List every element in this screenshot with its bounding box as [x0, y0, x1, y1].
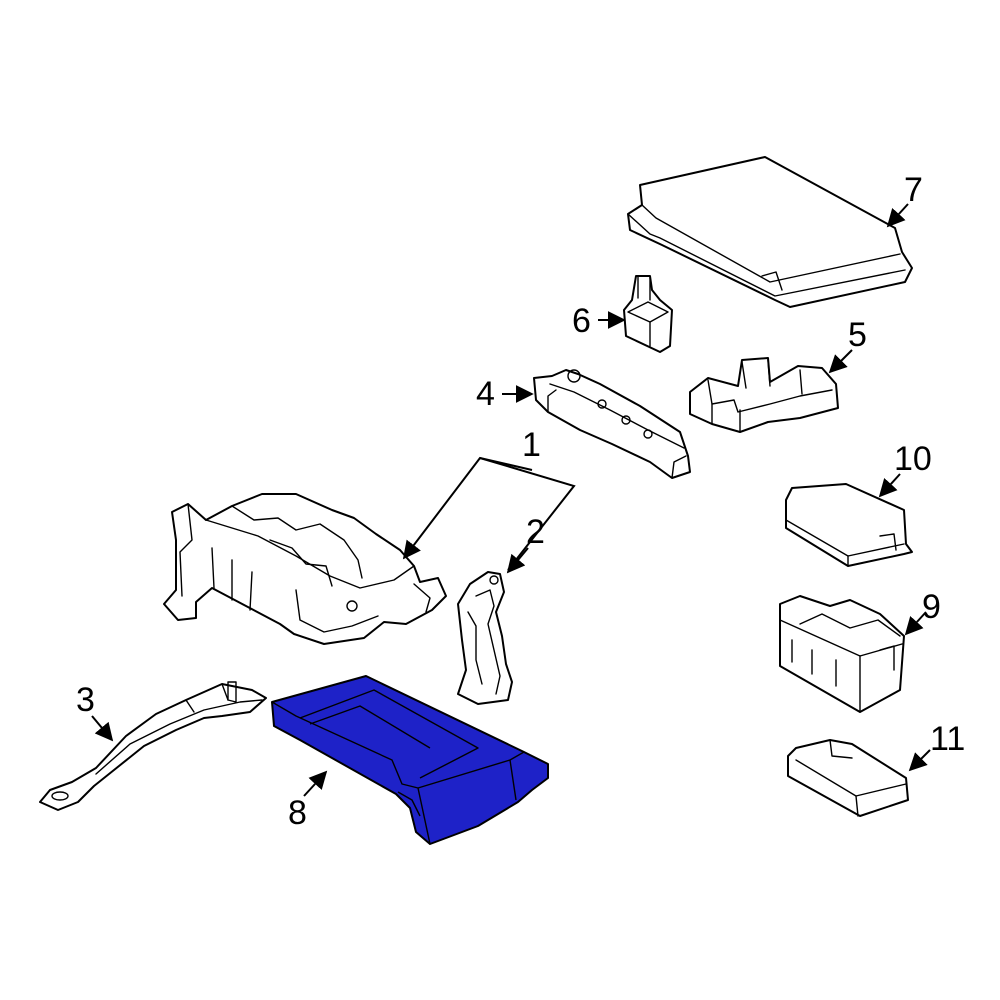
leader-7: [886, 203, 909, 228]
callout-2: 2: [526, 513, 545, 551]
callout-9: 9: [922, 588, 941, 626]
leader-10: [878, 473, 901, 498]
callout-3: 3: [76, 681, 95, 719]
callout-4: 4: [476, 375, 495, 413]
part-10-relay-cover[interactable]: [785, 483, 913, 567]
part-3-cable-bracket[interactable]: [39, 681, 267, 811]
part-11-tray[interactable]: [787, 739, 909, 817]
callout-5: 5: [848, 316, 867, 354]
part-5-bracket[interactable]: [689, 357, 839, 433]
leader-11: [908, 749, 931, 772]
leader-2: [506, 547, 529, 574]
leader-1: [402, 456, 533, 560]
leader-8: [303, 770, 328, 797]
part-7-cover[interactable]: [627, 156, 913, 308]
part-8-lower-tray[interactable]: [271, 675, 549, 845]
callout-10: 10: [894, 440, 932, 478]
part-2-side-bracket[interactable]: [457, 571, 513, 705]
callout-8: 8: [288, 794, 307, 832]
callout-7: 7: [904, 171, 923, 209]
callout-1: 1: [522, 426, 541, 464]
part-4-rail[interactable]: [533, 369, 691, 479]
leader-lines: [91, 203, 931, 797]
part-8-fill: [271, 675, 549, 845]
part-1-junction-block[interactable]: [163, 493, 447, 645]
leader-9: [904, 611, 927, 636]
part-6-relay[interactable]: [623, 275, 673, 353]
leader-5: [828, 349, 853, 374]
callout-11: 11: [930, 720, 965, 758]
callout-labels: 1 2 3 4 5 6 7 8 9 10 11: [76, 171, 965, 832]
leader-3: [91, 715, 114, 742]
leader-1-branch: [479, 457, 576, 571]
callout-6: 6: [572, 302, 591, 340]
part-9-fuse-case[interactable]: [779, 595, 905, 713]
